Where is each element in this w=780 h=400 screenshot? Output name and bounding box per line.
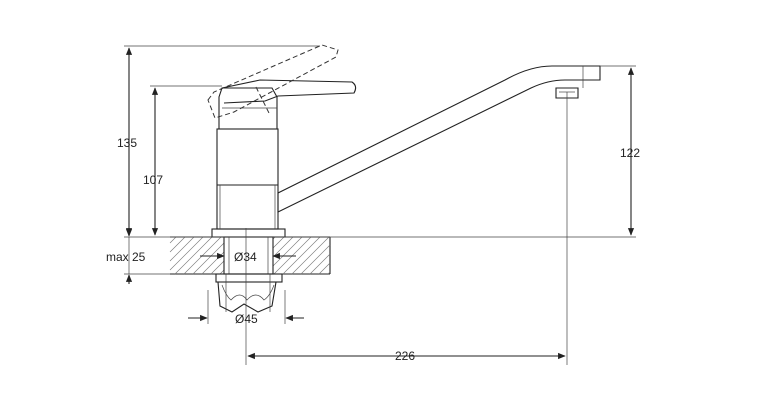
dim-hole-diameter: Ø34 (234, 250, 257, 264)
dim-max-counter: max 25 (106, 250, 146, 264)
hatch-line (192, 242, 225, 275)
hatch-line (210, 260, 225, 275)
hatch-line (201, 251, 225, 275)
hatch-line (272, 236, 285, 249)
hatch-line (318, 262, 331, 275)
hatch-line (309, 253, 331, 275)
hatch-line (282, 236, 321, 275)
hatch-line (169, 236, 186, 253)
hatch-line (272, 236, 303, 267)
dimension-lines (124, 45, 636, 365)
dim-total-height: 135 (117, 136, 137, 150)
hatch-line (174, 236, 213, 275)
hatch-line (272, 236, 294, 258)
hatch-line (169, 236, 195, 262)
hatch-line (327, 271, 331, 275)
dim-nut-diameter: Ø45 (235, 312, 258, 326)
dim-body-height: 107 (143, 173, 163, 187)
dim-spout-reach: 226 (395, 349, 415, 363)
hatch-line (169, 236, 204, 271)
dim-spout-height: 122 (620, 146, 640, 160)
hatch-line (219, 269, 225, 275)
hatch-line (291, 236, 330, 275)
faucet-body (207, 44, 601, 365)
hatch-line (300, 244, 331, 275)
hatch-line (169, 236, 177, 244)
